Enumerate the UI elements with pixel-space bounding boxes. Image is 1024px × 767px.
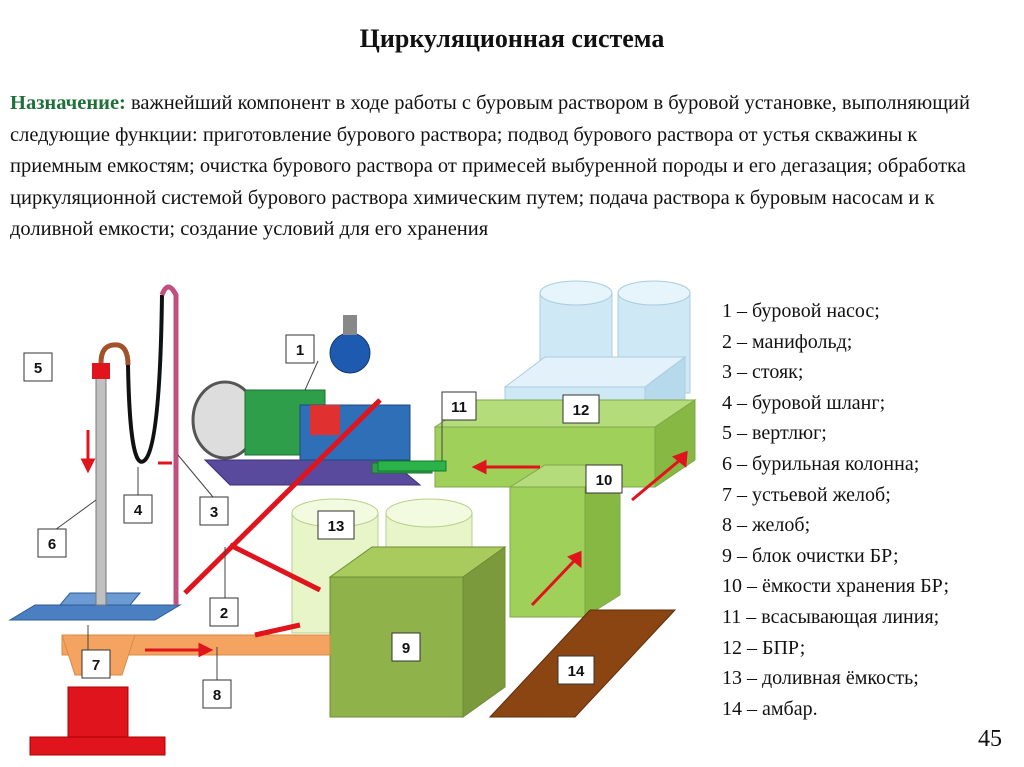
wellhead-trough — [29, 634, 166, 756]
purpose-text: важнейший компонент в ходе работы с буро… — [10, 92, 970, 240]
callout-9: 9 — [391, 632, 421, 662]
legend-item: 14 – амбар. — [722, 697, 818, 720]
svg-text:6: 6 — [48, 536, 56, 553]
cleaning-block — [328, 546, 507, 718]
circulation-system-diagram: 1 2 3 4 5 6 7 8 9 10 11 12 13 14 — [8, 280, 697, 756]
legend-item: 5 – вертлюг; — [722, 422, 827, 445]
purpose-label: Назначение: — [10, 92, 126, 114]
callout-14: 14 — [557, 655, 595, 685]
legend-item: 2 – манифольд; — [722, 330, 853, 353]
svg-text:5: 5 — [34, 360, 42, 377]
kelly-hose — [126, 294, 164, 464]
legend-item: 3 – стояк; — [722, 361, 804, 384]
svg-text:14: 14 — [568, 663, 585, 680]
mud-pump — [191, 315, 433, 486]
callout-4: 4 — [123, 494, 153, 524]
callout-leaders — [54, 360, 443, 680]
legend-item: 12 – БПР; — [722, 636, 806, 659]
flow-arrows — [80, 430, 688, 658]
callout-10: 10 — [585, 464, 623, 494]
svg-text:12: 12 — [573, 402, 590, 419]
standpipe — [159, 284, 179, 605]
drill-string — [95, 369, 107, 606]
svg-text:13: 13 — [328, 518, 345, 535]
callout-2: 2 — [209, 597, 239, 627]
legend-item: 11 – всасывающая линия; — [722, 605, 940, 628]
svg-text:4: 4 — [134, 502, 143, 519]
legend-item: 8 – желоб; — [722, 514, 811, 537]
page-title: Циркуляционная система — [359, 24, 665, 53]
legend-item: 7 – устьевой желоб; — [722, 483, 891, 506]
legend-list: 1 – буровой насос; 2 – манифольд; 3 – ст… — [722, 296, 949, 724]
rotary-base — [8, 604, 182, 621]
callout-7: 7 — [81, 649, 111, 679]
legend-item: 4 – буровой шланг; — [722, 391, 886, 414]
suction-line — [377, 460, 447, 472]
svg-text:9: 9 — [402, 640, 410, 657]
svg-text:3: 3 — [210, 504, 218, 521]
callout-11: 11 — [441, 391, 477, 421]
manifold-line — [183, 398, 382, 595]
svg-text:2: 2 — [220, 605, 228, 622]
svg-text:8: 8 — [213, 687, 221, 704]
callout-6: 6 — [37, 528, 67, 558]
page-number: 45 — [978, 726, 1002, 752]
callout-5: 5 — [23, 352, 53, 382]
swivel — [92, 363, 110, 379]
legend-item: 1 – буровой насос; — [722, 300, 880, 322]
legend-item: 9 – блок очистки БР; — [722, 544, 899, 567]
callout-13: 13 — [317, 510, 355, 540]
svg-text:11: 11 — [451, 399, 467, 416]
legend-item: 6 – бурильная колонна; — [722, 452, 920, 475]
callout-1: 1 — [285, 334, 315, 364]
callout-12: 12 — [562, 394, 600, 424]
swivel-gooseneck — [98, 342, 131, 366]
legend-item: 10 – ёмкости хранения БР; — [722, 575, 950, 598]
callout-3: 3 — [199, 496, 229, 526]
svg-text:7: 7 — [92, 657, 100, 674]
callout-8: 8 — [202, 679, 232, 709]
legend-item: 13 – доливная ёмкость; — [722, 667, 919, 690]
svg-text:1: 1 — [296, 342, 304, 359]
svg-text:10: 10 — [596, 472, 613, 489]
purpose-paragraph: Назначение: важнейший компонент в ходе р… — [10, 88, 1010, 246]
